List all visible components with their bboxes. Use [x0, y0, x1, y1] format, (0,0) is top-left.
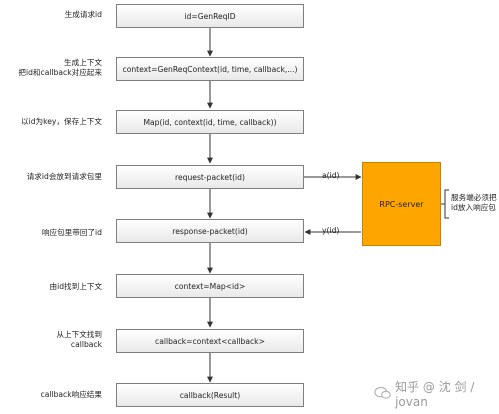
step-label-2: 生成上下文 把id和callback对应起来 [18, 58, 102, 77]
step-box-map-store: Map(id, context(id, time, callback)) [116, 110, 304, 134]
step-label-6: 由id找到上下文 [49, 282, 103, 291]
step-box-generate-id: id=GenReqID [116, 4, 304, 28]
rpc-server-node: RPC-server [362, 162, 441, 246]
step-label-3: 以id为key，保存上下文 [21, 117, 102, 126]
step-label-5: 响应包里带回了id [41, 228, 102, 237]
wechat-logo-icon [374, 386, 391, 399]
step-label-4: 请求id会放到请求包里 [26, 172, 102, 181]
watermark-text: 知乎 @ 沈 剑 / jovan [395, 379, 475, 409]
step-label-8: callback响应结果 [40, 390, 102, 399]
step-box-get-callback: callback=context<callback> [116, 329, 304, 353]
step-box-callback-result: callback(Result) [116, 383, 304, 407]
edge-label-request: a(id) [322, 171, 340, 180]
step-box-response-packet: response-packet(id) [116, 219, 304, 243]
note-bracket [444, 189, 449, 219]
step-box-map-lookup: context=Map<id> [116, 274, 304, 298]
watermark: 知乎 @ 沈 剑 / jovan [374, 379, 494, 409]
step-box-gen-context: context=GenReqContext(id, time, callback… [116, 57, 304, 81]
step-label-7: 从上下文找到 callback [56, 330, 102, 349]
rpc-server-label: RPC-server [379, 199, 424, 209]
server-note: 服务端必须把 id放入响应包 [451, 193, 497, 212]
edge-label-response: y(id) [322, 226, 340, 235]
step-label-1: 生成请求id [64, 10, 102, 19]
step-box-request-packet: request-packet(id) [116, 165, 304, 189]
